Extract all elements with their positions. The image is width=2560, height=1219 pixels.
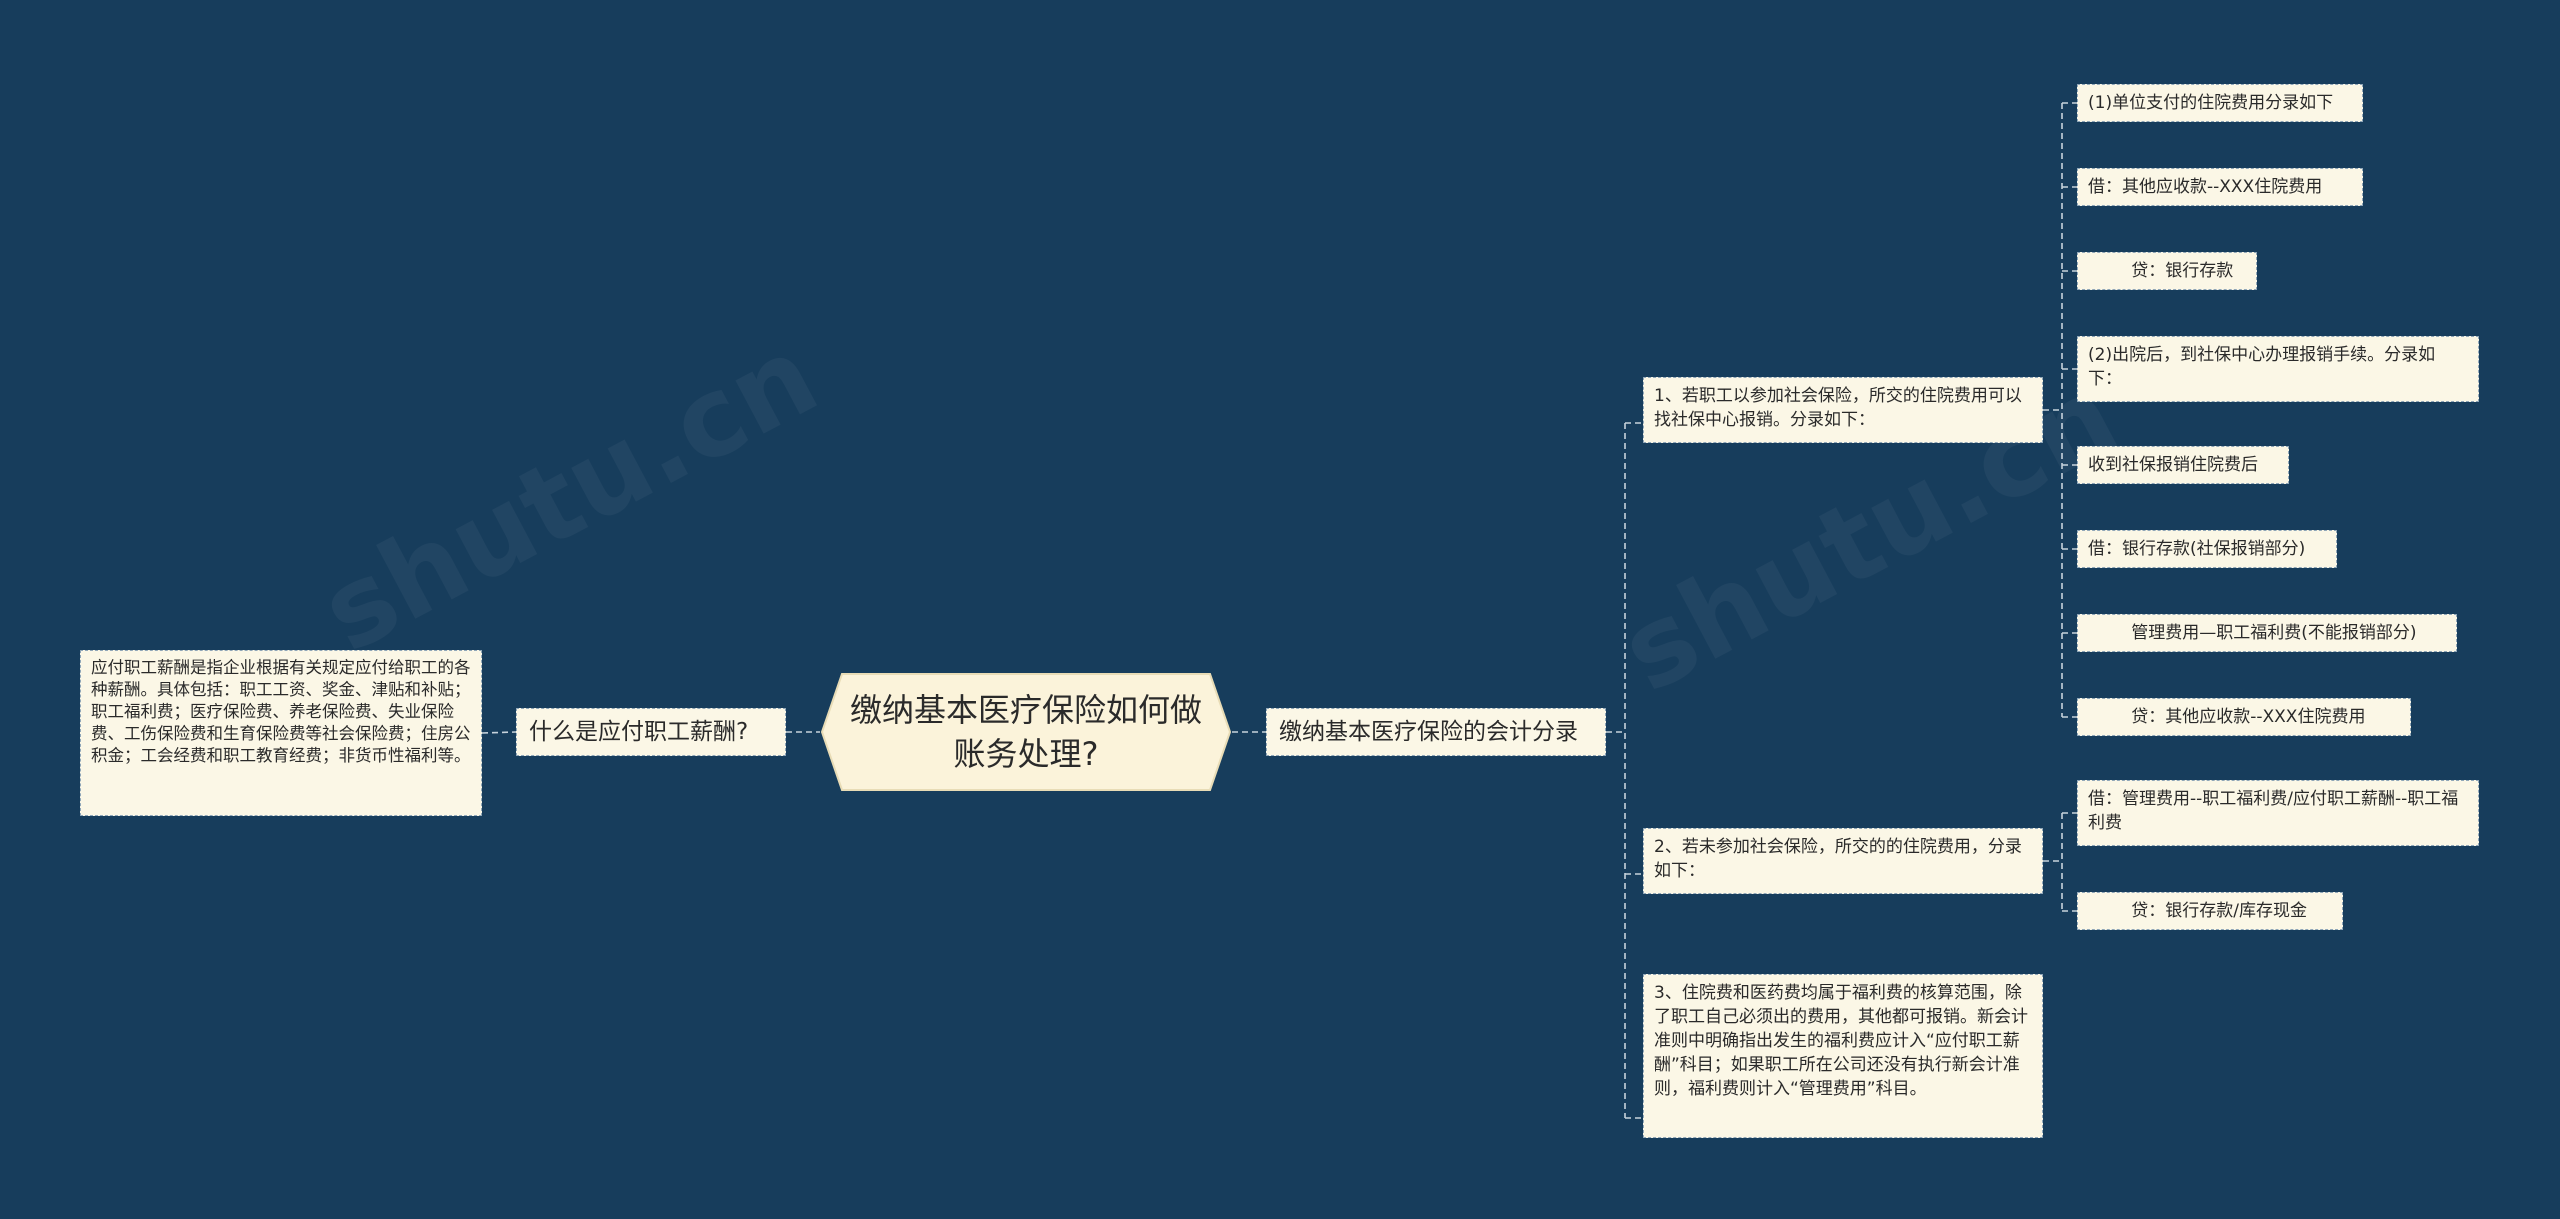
root-node[interactable]: 缴纳基本医疗保险如何做账务处理? [820, 672, 1232, 792]
left-branch-title[interactable]: 什么是应付职工薪酬? [516, 708, 786, 756]
right-item-2-entry-2[interactable]: 贷：银行存款/库存现金 [2077, 892, 2343, 930]
right-item-1-entry-5[interactable]: 收到社保报销住院费后 [2077, 446, 2289, 484]
right-item-1-entry-3[interactable]: 贷：银行存款 [2077, 252, 2257, 290]
right-branch-title[interactable]: 缴纳基本医疗保险的会计分录 [1266, 708, 1606, 756]
right-item-3[interactable]: 3、住院费和医药费均属于福利费的核算范围，除了职工自己必须出的费用，其他都可报销… [1643, 974, 2043, 1138]
right-item-1-entry-2[interactable]: 借：其他应收款--XXX住院费用 [2077, 168, 2363, 206]
right-item-1-entry-8[interactable]: 贷：其他应收款--XXX住院费用 [2077, 698, 2411, 736]
root-hexagon [820, 673, 1232, 791]
right-item-1-entry-4[interactable]: (2)出院后，到社保中心办理报销手续。分录如下： [2077, 336, 2479, 402]
right-item-1[interactable]: 1、若职工以参加社会保险，所交的住院费用可以找社保中心报销。分录如下： [1643, 377, 2043, 443]
right-item-1-entry-7[interactable]: 管理费用—职工福利费(不能报销部分) [2077, 614, 2457, 652]
right-item-1-entry-1[interactable]: (1)单位支付的住院费用分录如下 [2077, 84, 2363, 122]
right-item-2-entry-1[interactable]: 借：管理费用--职工福利费/应付职工薪酬--职工福利费 [2077, 780, 2479, 846]
right-item-2[interactable]: 2、若未参加社会保险，所交的的住院费用，分录如下： [1643, 828, 2043, 894]
right-item-1-entry-6[interactable]: 借：银行存款(社保报销部分) [2077, 530, 2337, 568]
root-title: 缴纳基本医疗保险如何做账务处理? [849, 691, 1202, 773]
connector-left-detail [481, 731, 517, 734]
left-branch-detail[interactable]: 应付职工薪酬是指企业根据有关规定应付给职工的各种薪酬。具体包括：职工工资、奖金、… [80, 650, 482, 816]
